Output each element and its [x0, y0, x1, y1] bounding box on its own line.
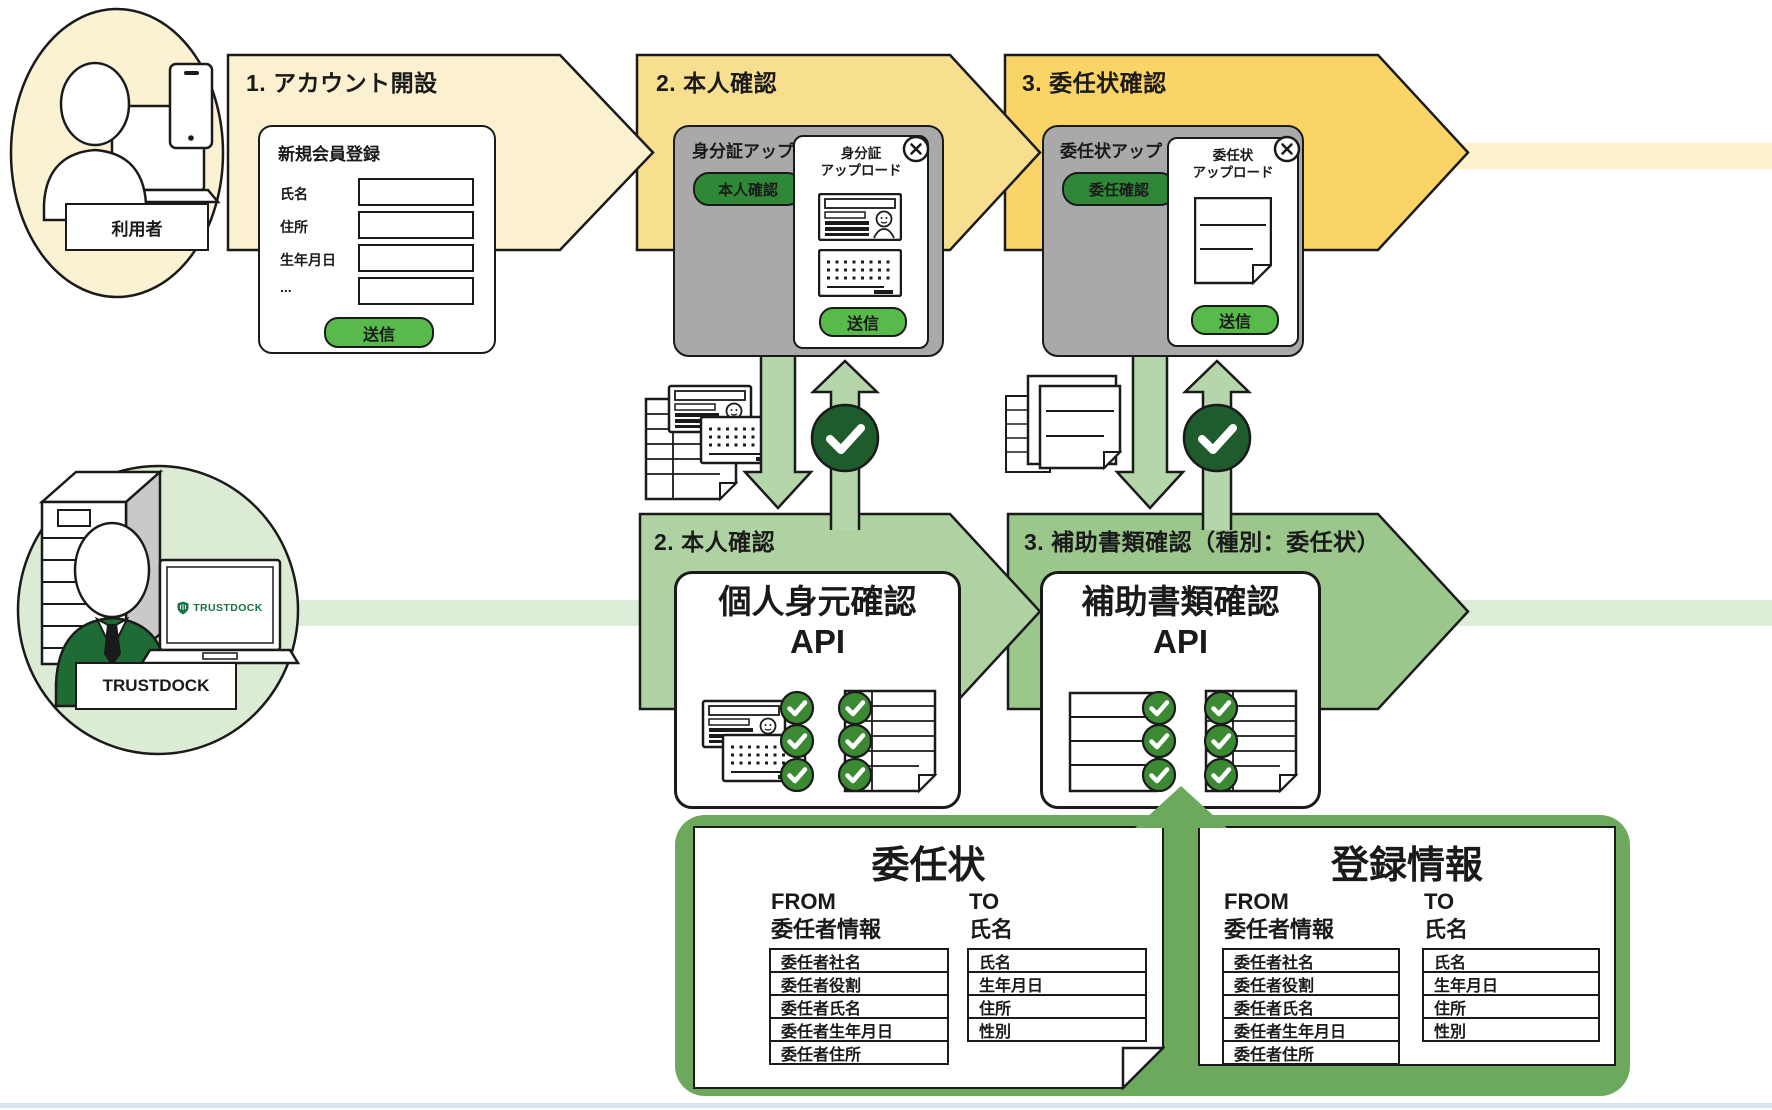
table-row: 委任者住所	[769, 1040, 949, 1065]
field-label-address: 住所	[280, 219, 308, 235]
supporting-doc-api-subtitle: API	[1152, 623, 1208, 660]
arrow-down-icon	[1114, 348, 1186, 510]
field-label-name: 氏名	[280, 186, 308, 202]
table-row: 委任者社名	[769, 948, 949, 973]
registry-from-subtitle: 委任者情報	[1224, 917, 1335, 942]
step2-label: 2. 本人確認	[656, 70, 778, 96]
registry-from-label: FROM	[1224, 889, 1289, 914]
close-icon[interactable]	[1273, 135, 1301, 163]
poa-to-table: 氏名 生年月日 住所 性別	[967, 948, 1147, 1042]
green-connector-band-right	[1440, 600, 1772, 626]
registry-data-card: 登録情報 FROM 委任者情報 委任者社名 委任者役割 委任者氏名 委任者生年月…	[1198, 826, 1616, 1066]
supporting-doc-api-card: 補助書類確認 API	[1040, 571, 1321, 809]
birthdate-input[interactable]	[358, 244, 474, 272]
id-card-icon	[818, 193, 902, 241]
document-icon	[1194, 197, 1272, 285]
verified-check-icon	[812, 405, 878, 471]
trustdock-step2-label: 2. 本人確認	[654, 529, 776, 555]
table-row: 委任者役割	[769, 971, 949, 996]
registry-to-subtitle: 氏名	[1424, 917, 1469, 942]
table-row: 性別	[1422, 1017, 1600, 1042]
supporting-doc-api-title: 補助書類確認	[1081, 583, 1280, 620]
poa-upload-modal-title-2: アップロード	[1192, 165, 1274, 180]
table-row: 性別	[967, 1017, 1147, 1042]
registry-to-label: TO	[1424, 889, 1455, 914]
poa-from-subtitle: 委任者情報	[771, 917, 882, 942]
poa-upload-modal: 委任状 アップロード 送信	[1167, 135, 1301, 347]
poa-to-label: TO	[969, 889, 1000, 914]
table-row: 委任者社名	[1222, 948, 1400, 973]
extra-input[interactable]	[358, 277, 474, 305]
table-row: 住所	[1422, 994, 1600, 1019]
address-input[interactable]	[358, 211, 474, 239]
table-row: 委任者生年月日	[769, 1017, 949, 1042]
smartphone-icon	[168, 62, 214, 150]
table-row: 氏名	[967, 948, 1147, 973]
supporting-doc-api-illustration	[1068, 689, 1298, 798]
bottom-edge-line	[0, 1103, 1772, 1108]
table-row: 委任者役割	[1222, 971, 1400, 996]
field-label-birthdate: 生年月日	[280, 252, 336, 268]
id-upload-screen-title: 身分証アップ	[692, 142, 794, 161]
identity-verify-button[interactable]: 本人確認	[693, 172, 803, 206]
person-icon	[42, 61, 148, 222]
poa-upload-modal-title-1: 委任状	[1212, 148, 1254, 163]
poa-upload-screen-title: 委任状アップ	[1060, 142, 1162, 161]
poa-from-label: FROM	[771, 889, 836, 914]
identity-api-illustration	[701, 689, 937, 798]
signup-form-title: 新規会員登録	[278, 145, 380, 164]
id-upload-modal-title-1: 身分証	[840, 146, 882, 161]
poa-upload-submit-button[interactable]: 送信	[1191, 305, 1279, 335]
table-row: 生年月日	[967, 971, 1147, 996]
trustdock-logo-text: TRUSTDOCK	[193, 602, 263, 614]
signup-form-card: 新規会員登録 氏名 住所 生年月日 ... 送信	[258, 125, 496, 354]
poa-from-table: 委任者社名 委任者役割 委任者氏名 委任者生年月日 委任者住所	[769, 948, 949, 1065]
table-row: 生年月日	[1422, 971, 1600, 996]
step1-label: 1. アカウント開設	[246, 70, 438, 96]
shield-icon	[177, 601, 189, 615]
poa-data-card: 委任状 FROM 委任者情報 委任者社名 委任者役割 委任者氏名 委任者生年月日…	[693, 826, 1165, 1090]
dotted-card-icon	[818, 249, 902, 297]
poa-documents-stack-icon	[1005, 374, 1123, 473]
id-upload-modal: 身分証 アップロード 送信	[793, 135, 930, 349]
trustdock-label: TRUSTDOCK	[75, 662, 237, 710]
close-icon[interactable]	[902, 135, 930, 163]
table-row: 住所	[967, 994, 1147, 1019]
step3-label: 3. 委任状確認	[1022, 70, 1167, 96]
signup-submit-button[interactable]: 送信	[324, 317, 434, 348]
id-upload-modal-title-2: アップロード	[820, 163, 902, 178]
trustdock-step3-label: 3. 補助書類確認（種別：委任状）	[1024, 529, 1381, 555]
table-row: 委任者生年月日	[1222, 1017, 1400, 1042]
verified-check-icon	[1184, 405, 1250, 471]
page-fold-icon	[1121, 1046, 1165, 1090]
identity-api-card: 個人身元確認 API	[674, 571, 961, 809]
table-row: 委任者氏名	[1222, 994, 1400, 1019]
name-input[interactable]	[358, 178, 474, 206]
id-upload-submit-button[interactable]: 送信	[819, 307, 907, 337]
identity-api-subtitle: API	[789, 623, 845, 660]
arrow-down-icon	[742, 348, 814, 510]
poa-to-subtitle: 氏名	[969, 917, 1014, 942]
table-row: 氏名	[1422, 948, 1600, 973]
user-label: 利用者	[65, 203, 209, 251]
poa-data-card-title: 委任状	[871, 845, 986, 887]
identity-api-title: 個人身元確認	[718, 583, 917, 620]
registry-data-card-title: 登録情報	[1330, 845, 1483, 887]
registry-to-table: 氏名 生年月日 住所 性別	[1422, 948, 1600, 1042]
registry-from-table: 委任者社名 委任者役割 委任者氏名 委任者生年月日 委任者住所	[1222, 948, 1400, 1065]
trustdock-laptop-icon	[139, 558, 301, 665]
user-avatar-group	[9, 7, 225, 299]
yellow-connector-band	[1440, 143, 1772, 169]
field-label-more: ...	[280, 279, 292, 295]
table-row: 委任者住所	[1222, 1040, 1400, 1065]
poa-verify-button[interactable]: 委任確認	[1062, 172, 1176, 206]
table-row: 委任者氏名	[769, 994, 949, 1019]
trustdock-laptop-logo: TRUSTDOCK	[172, 598, 268, 618]
